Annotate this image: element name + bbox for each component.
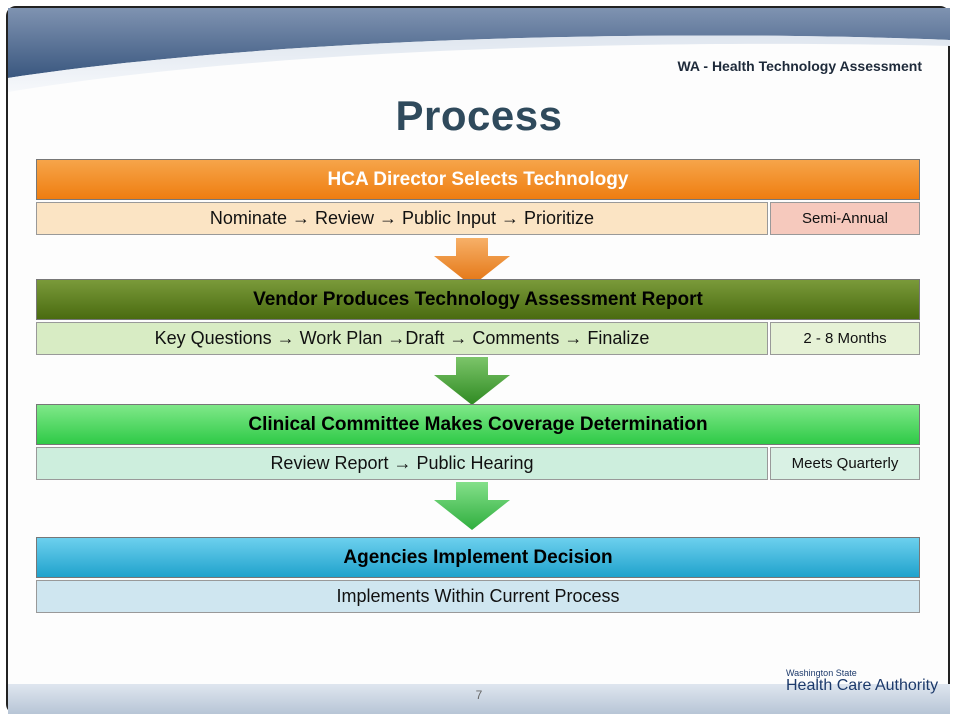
stage-3-steps: Review Report → Public Hearing: [36, 447, 768, 480]
stage-4-header: Agencies Implement Decision: [36, 537, 920, 578]
down-arrow-1: [434, 238, 510, 286]
stage-2-header: Vendor Produces Technology Assessment Re…: [36, 279, 920, 320]
stage-3: Clinical Committee Makes Coverage Determ…: [36, 404, 920, 480]
slide-subtitle: WA - Health Technology Assessment: [677, 58, 922, 74]
page-number: 7: [475, 688, 483, 702]
stage-1-sub: Nominate → Review → Public Input → Prior…: [36, 202, 920, 235]
logo-line-2: Health Care Authority: [786, 677, 939, 694]
stage-2-steps: Key Questions → Work Plan →Draft → Comme…: [36, 322, 768, 355]
stage-2-sub: Key Questions → Work Plan →Draft → Comme…: [36, 322, 920, 355]
slide-title: Process: [395, 92, 563, 139]
down-arrow-2: [434, 357, 510, 405]
hca-logo: Washington State Health Care Authority: [786, 668, 939, 704]
stage-1-title: HCA Director Selects Technology: [327, 168, 629, 190]
header-swoosh: [8, 8, 950, 92]
stage-2-tag: 2 - 8 Months: [770, 322, 920, 355]
stage-1: HCA Director Selects Technology Nominate…: [36, 159, 920, 235]
stage-4-sub: Implements Within Current Process: [36, 580, 920, 613]
stage-3-header: Clinical Committee Makes Coverage Determ…: [36, 404, 920, 445]
stage-2: Vendor Produces Technology Assessment Re…: [36, 279, 920, 355]
stage-1-tag: Semi-Annual: [770, 202, 920, 235]
stage-1-header: HCA Director Selects Technology: [36, 159, 920, 200]
footer-band: [8, 684, 950, 714]
stage-3-title: Clinical Committee Makes Coverage Determ…: [248, 413, 708, 435]
stage-3-tag: Meets Quarterly: [770, 447, 920, 480]
down-arrow-3: [434, 482, 510, 530]
logo-line-1: Washington State: [786, 668, 857, 678]
stage-4-title: Agencies Implement Decision: [343, 546, 613, 568]
stage-2-title: Vendor Produces Technology Assessment Re…: [253, 288, 703, 310]
stage-4-steps: Implements Within Current Process: [36, 580, 920, 613]
stage-4: Agencies Implement Decision Implements W…: [36, 537, 920, 613]
stage-3-sub: Review Report → Public Hearing Meets Qua…: [36, 447, 920, 480]
stage-1-steps: Nominate → Review → Public Input → Prior…: [36, 202, 768, 235]
